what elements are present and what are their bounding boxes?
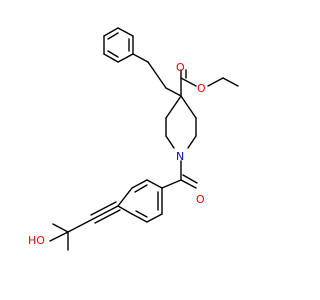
atom-o-carbonyl-ester: O xyxy=(176,61,185,74)
phenyl-ring xyxy=(103,27,134,63)
atom-n-piperidine: N xyxy=(176,150,184,163)
atom-o-amide: O xyxy=(196,193,205,206)
atom-ho-hydroxyl: HO xyxy=(28,234,45,247)
atom-o-ester: O xyxy=(197,82,206,95)
ethyl-ester xyxy=(180,69,239,97)
benzoyl-ring xyxy=(117,179,163,223)
molecule-diagram: O O N O HO xyxy=(28,27,239,251)
amide-carbonyl xyxy=(161,160,198,189)
phenethyl-chain xyxy=(132,53,182,97)
piperidine-ring xyxy=(165,95,197,149)
alkyne-triple-bond xyxy=(67,201,121,233)
hydroxy-dimethyl-group xyxy=(49,223,69,251)
